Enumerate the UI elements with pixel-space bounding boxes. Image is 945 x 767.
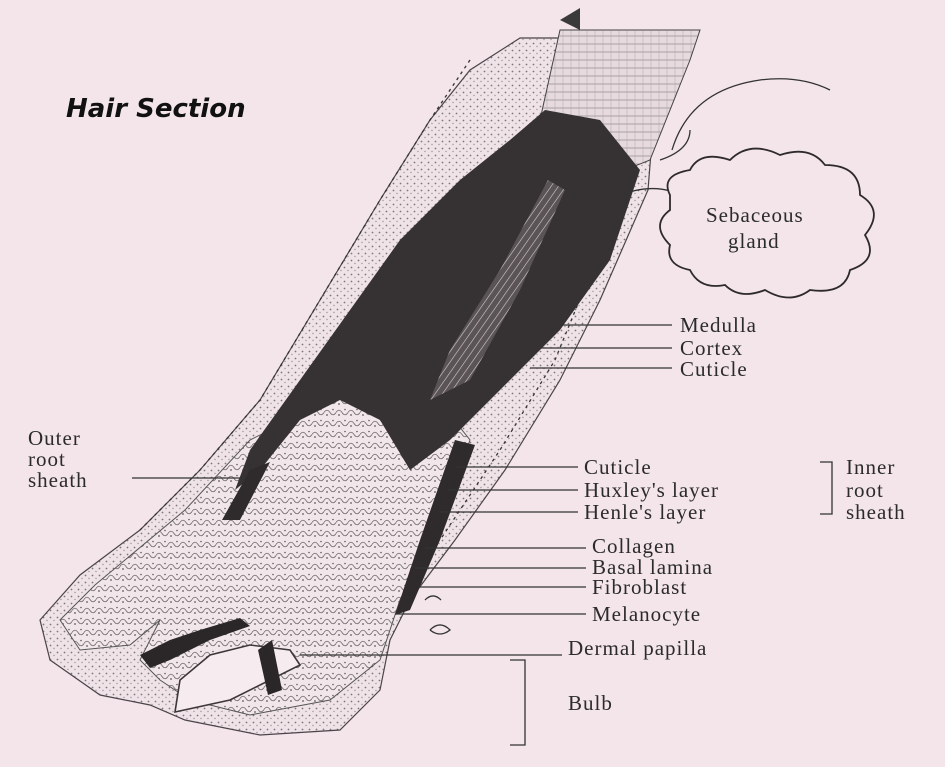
fibroblast-cell	[425, 596, 441, 600]
label-melanocyte: Melanocyte	[592, 602, 701, 626]
label-inner-root-line3: sheath	[846, 500, 906, 524]
label-inner-root-line2: root	[846, 478, 884, 502]
label-cuticle-outer: Cuticle	[680, 357, 748, 381]
label-huxley: Huxley's layer	[584, 478, 719, 502]
label-outer-root-line3: sheath	[28, 468, 88, 492]
melanocyte-cell	[430, 625, 450, 634]
bulb-bracket	[510, 660, 525, 745]
label-inner-root-line1: Inner	[846, 455, 895, 479]
label-bulb: Bulb	[568, 691, 613, 715]
inner-root-bracket	[820, 462, 832, 514]
label-fibroblast: Fibroblast	[592, 575, 687, 599]
label-sebaceous-line2: gland	[728, 229, 780, 253]
sebaceous-outer-arc	[672, 79, 830, 150]
label-medulla: Medulla	[680, 313, 757, 337]
label-sebaceous-line1: Sebaceous	[706, 203, 804, 227]
diagram-title: Hair Section	[66, 94, 246, 124]
label-henle: Henle's layer	[584, 500, 706, 524]
label-cuticle-inner: Cuticle	[584, 455, 652, 479]
label-dermal-papilla: Dermal papilla	[568, 636, 707, 660]
hair-shaft-tip	[560, 8, 580, 30]
